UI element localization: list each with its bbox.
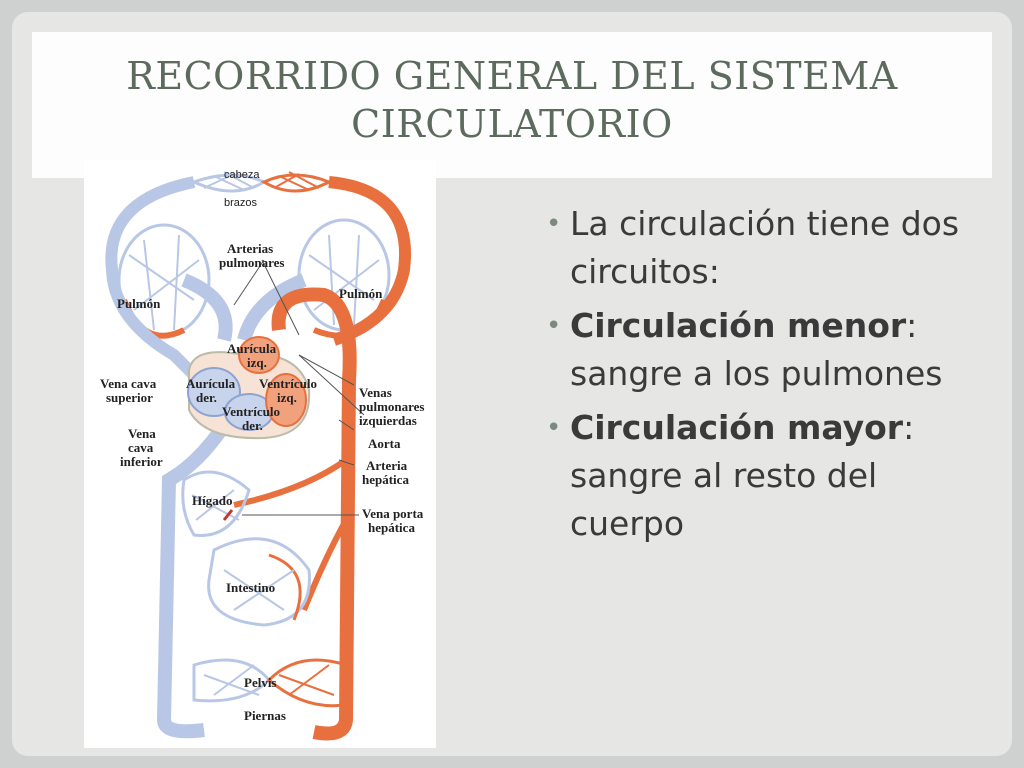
title-band	[32, 32, 992, 178]
label-vena-cava-inf-3: inferior	[120, 454, 163, 469]
label-vena-cava-inf-1: Vena	[128, 426, 156, 441]
label-pulmon-right: Pulmón	[339, 286, 383, 301]
bullet-list: • La circulación tiene dos circuitos: • …	[540, 200, 980, 554]
intestine	[207, 537, 311, 627]
pelvis-legs-capillaries	[192, 658, 348, 708]
label-ventriculo-izq-2: izq.	[277, 390, 297, 405]
label-auricula-izq-2: izq.	[247, 355, 267, 370]
label-vena-cava-sup-1: Vena cava	[100, 376, 157, 391]
bullet-icon: •	[546, 209, 562, 239]
label-intestino: Intestino	[226, 580, 275, 595]
label-pulmonares: pulmonares	[219, 255, 285, 270]
bullet-icon: •	[546, 413, 562, 443]
label-auricula-izq-1: Aurícula	[227, 341, 277, 356]
head-capillaries	[189, 171, 333, 193]
bullet-text: : sangre al resto del cuerpo	[570, 408, 915, 543]
label-arteria-hep-2: hepática	[362, 472, 409, 487]
label-pelvis: Pelvis	[244, 675, 277, 690]
bullet-bold: Circulación menor	[570, 306, 907, 345]
bullet-item: • Circulación mayor: sangre al resto del…	[540, 404, 980, 548]
label-venas-pulm-2: pulmonares	[359, 399, 425, 414]
title-line-2: CIRCULATORIO	[351, 102, 673, 146]
label-ventriculo-der-1: Ventrículo	[222, 404, 280, 419]
bullet-icon: •	[546, 311, 562, 341]
label-auricula-der-2: der.	[196, 390, 217, 405]
bullet-item: • Circulación menor: sangre a los pulmon…	[540, 302, 980, 398]
label-arteria-hep-1: Arteria	[366, 458, 408, 473]
circulatory-diagram-svg: cabeza brazos Arterias pulmonares Pulmón…	[100, 169, 425, 741]
label-arterias: Arterias	[227, 241, 273, 256]
label-aorta: Aorta	[368, 436, 401, 451]
label-venas-pulm-1: Venas	[359, 385, 392, 400]
arteries	[233, 176, 411, 741]
label-vena-cava-sup-2: superior	[106, 390, 153, 405]
label-cabeza: cabeza	[224, 169, 260, 181]
heart	[187, 336, 311, 440]
leader-lines	[233, 259, 365, 516]
veins	[105, 176, 307, 739]
label-auricula-der-1: Aurícula	[186, 376, 236, 391]
slide-title: RECORRIDO GENERAL DEL SISTEMA CIRCULATOR…	[32, 52, 992, 148]
label-piernas: Piernas	[244, 708, 286, 723]
label-vena-cava-inf-2: cava	[128, 440, 154, 455]
label-brazos: brazos	[224, 197, 258, 209]
bullet-text: : sangre a los pulmones	[570, 306, 943, 393]
label-vena-porta-1: Vena porta	[362, 506, 424, 521]
bullet-bold: Circulación mayor	[570, 408, 904, 447]
label-vena-porta-2: hepática	[368, 520, 415, 535]
label-pulmon-left: Pulmón	[117, 296, 161, 311]
label-venas-pulm-3: izquierdas	[359, 413, 417, 428]
label-ventriculo-izq-1: Ventrículo	[259, 376, 317, 391]
title-line-1: RECORRIDO GENERAL DEL SISTEMA	[126, 54, 898, 98]
label-higado: Hígado	[192, 493, 232, 508]
bullet-text: La circulación tiene dos circuitos:	[570, 204, 960, 291]
bullet-item: • La circulación tiene dos circuitos:	[540, 200, 980, 296]
label-ventriculo-der-2: der.	[242, 418, 263, 433]
liver	[181, 470, 251, 537]
circulatory-diagram: cabeza brazos Arterias pulmonares Pulmón…	[84, 160, 436, 748]
